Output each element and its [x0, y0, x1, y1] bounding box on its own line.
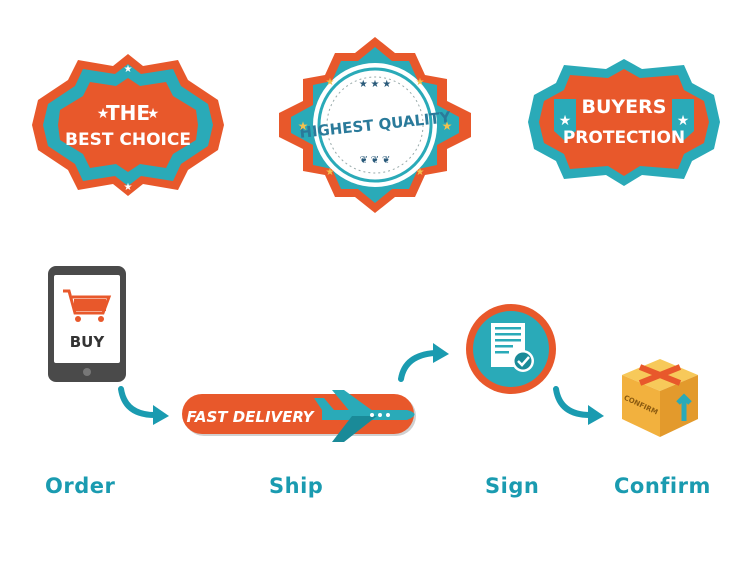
step-label-ship: Ship — [269, 474, 324, 498]
step-label-confirm: Confirm — [614, 474, 711, 498]
arrow-icon — [550, 385, 610, 435]
arrow-icon — [395, 335, 455, 390]
fast-delivery-label: FAST DELIVERY — [187, 408, 316, 426]
svg-text:★: ★ — [326, 167, 335, 178]
best-choice-line1: THE — [106, 101, 150, 125]
svg-text:★: ★ — [416, 77, 425, 88]
best-choice-line2: BEST CHOICE — [65, 130, 191, 150]
svg-text:★: ★ — [416, 167, 425, 178]
best-choice-badge: ★ ★ THE BEST CHOICE ★ ★ — [28, 50, 228, 200]
step-label-order: Order — [45, 474, 116, 498]
svg-text:❦ ❦ ❦: ❦ ❦ ❦ — [360, 155, 391, 166]
buy-label: BUY — [70, 333, 106, 351]
document-check-icon — [465, 303, 557, 400]
highest-quality-badge: ★ ★ ★ HIGHEST QUALITY ❦ ❦ ❦ ★ ★ ★ ★ ★ ★ — [275, 35, 475, 215]
arrow-icon — [115, 385, 175, 435]
fast-delivery-icon: FAST DELIVERY — [182, 386, 427, 451]
svg-text:★: ★ — [559, 112, 572, 128]
svg-text:★: ★ — [620, 175, 628, 185]
tablet-icon: BUY — [47, 265, 127, 388]
buyers-protection-badge: ★ ★ BUYERS PROTECTION ★ — [524, 55, 724, 190]
svg-text:★ ★ ★: ★ ★ ★ — [359, 79, 391, 90]
svg-text:★: ★ — [442, 119, 453, 133]
shopping-cart-icon — [63, 289, 112, 322]
step-label-sign: Sign — [485, 474, 540, 498]
svg-text:★: ★ — [124, 64, 133, 75]
svg-text:★: ★ — [298, 119, 309, 133]
svg-text:★: ★ — [124, 182, 133, 193]
buyers-protection-line2: PROTECTION — [563, 128, 685, 148]
confirm-box-icon: CONFIRM — [618, 355, 703, 445]
best-choice-star: ★ — [147, 105, 160, 121]
best-choice-star: ★ — [97, 105, 110, 121]
svg-text:★: ★ — [326, 77, 335, 88]
svg-text:★: ★ — [677, 112, 690, 128]
buyers-protection-line1: BUYERS — [582, 96, 667, 118]
airplane-icon — [314, 390, 415, 442]
